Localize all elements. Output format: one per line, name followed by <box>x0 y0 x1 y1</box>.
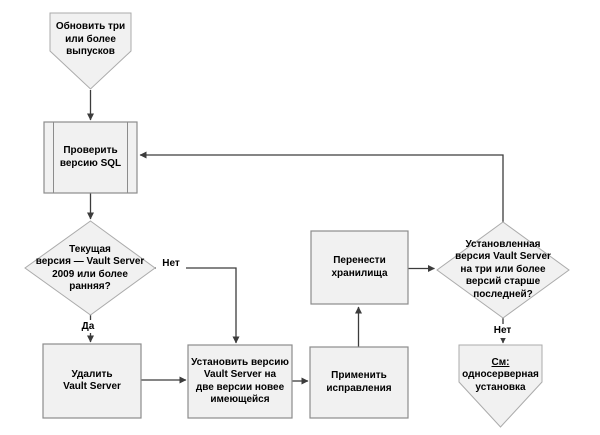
check-sql-predefined-process-shape <box>43 121 138 194</box>
uninstall-process-shape <box>42 343 142 419</box>
see-also-link[interactable]: См: <box>491 356 510 368</box>
edge-label-no-installed: Нет <box>487 324 518 338</box>
install-two-newer-process-shape <box>187 344 293 419</box>
start-offpage-connector-shape <box>49 12 132 90</box>
see-also-text: односерверная установка <box>462 369 539 393</box>
connectors <box>87 90 507 385</box>
migrate-vaults-process-shape <box>310 230 409 305</box>
apply-fixes-process-shape <box>309 346 409 419</box>
decision-current-version-shape <box>24 220 156 316</box>
edge-decision-installed-loop-to-check-sql <box>139 151 504 222</box>
check-sql-box <box>43 121 138 194</box>
decision-installed-version-shape <box>436 221 570 319</box>
edge-label-no-current: Нет <box>156 257 186 270</box>
see-also-offpage-connector-shape <box>458 344 543 428</box>
shapes <box>24 12 570 428</box>
edge-label-yes-current: Да <box>76 320 100 333</box>
edge-decision-current-no-to-install <box>155 267 240 344</box>
see-also-node-label: См: односерверная установка <box>459 348 542 403</box>
